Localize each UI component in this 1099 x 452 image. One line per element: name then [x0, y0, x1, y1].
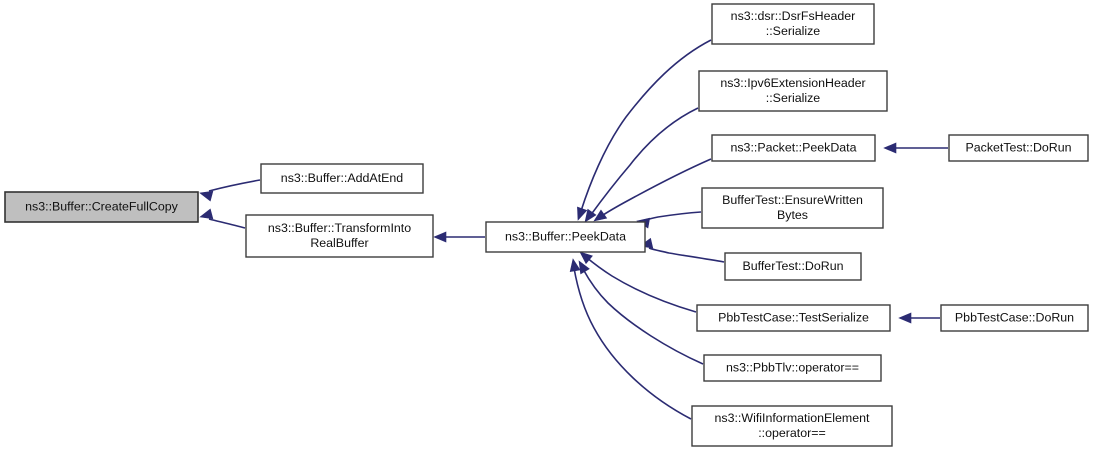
node-label: Bytes [777, 208, 808, 222]
node-label: ns3::Buffer::AddAtEnd [281, 171, 403, 185]
edge-line [208, 179, 261, 192]
graph-node-buffer-peek-data[interactable]: ns3::Buffer::PeekData [485, 221, 646, 253]
node-box[interactable] [696, 304, 891, 332]
node-box[interactable] [698, 70, 888, 112]
node-box[interactable] [711, 3, 875, 45]
node-box[interactable] [485, 221, 646, 253]
edge-line [582, 268, 704, 365]
graph-node-packet-peek-data[interactable]: ns3::Packet::PeekData [711, 134, 876, 162]
edge-bufferpeekdata-to-transforminto [433, 231, 485, 243]
arrowhead-icon [578, 260, 590, 275]
edge-buffertestdorun-to-bufferpeekdata [639, 237, 725, 263]
node-box[interactable] [245, 214, 434, 258]
node-label: PbbTestCase::TestSerialize [718, 310, 869, 324]
graph-node-buffer-test-do-run[interactable]: BufferTest::DoRun [724, 252, 862, 281]
edge-ensurewritten-to-bufferpeekdata [636, 211, 702, 229]
node-box[interactable] [703, 354, 882, 382]
node-label: ns3::Buffer::TransformInto [268, 221, 411, 235]
node-box[interactable] [948, 134, 1089, 162]
node-label: RealBuffer [310, 236, 368, 250]
node-label: ns3::Packet::PeekData [730, 140, 856, 154]
arrowhead-icon [579, 251, 593, 265]
node-label: ::Serialize [766, 24, 821, 38]
node-label: PbbTestCase::DoRun [955, 310, 1074, 324]
edge-line [648, 247, 725, 263]
edges-layer [199, 39, 948, 420]
node-label: ::Serialize [766, 91, 821, 105]
edge-line [585, 256, 697, 313]
node-box[interactable] [260, 163, 424, 194]
node-box[interactable] [4, 191, 199, 223]
edge-packetpeekdata-to-bufferpeekdata [593, 158, 712, 222]
node-label: ns3::Buffer::PeekData [505, 229, 626, 243]
graph-node-pbb-tlv-operator-eq[interactable]: ns3::PbbTlv::operator== [703, 354, 882, 382]
edge-line [589, 107, 699, 217]
edge-pbbtestdorun-to-pbbtestserialize [898, 312, 940, 324]
node-label: ::operator== [758, 426, 826, 440]
node-box[interactable] [711, 134, 876, 162]
node-box[interactable] [724, 252, 862, 281]
edge-packettestdorun-to-packetpeekdata [883, 142, 948, 154]
graph-node-pbb-test-case-do-run[interactable]: PbbTestCase::DoRun [940, 304, 1089, 332]
graph-node-ipv6-extension-header-serialize[interactable]: ns3::Ipv6ExtensionHeader::Serialize [698, 70, 888, 112]
graph-node-wifi-information-element-operator-eq[interactable]: ns3::WifiInformationElement::operator== [691, 405, 893, 447]
edge-addatend-to-createfullcopy [199, 179, 261, 202]
edge-transforminto-to-createfullcopy [199, 208, 246, 229]
edge-line [599, 158, 712, 218]
node-label: BufferTest::EnsureWritten [722, 193, 863, 207]
graph-node-dsr-fs-header-serialize[interactable]: ns3::dsr::DsrFsHeader::Serialize [711, 3, 875, 45]
arrowhead-icon [593, 209, 608, 222]
arrowhead-icon [883, 142, 897, 154]
node-label: ns3::WifiInformationElement [715, 411, 871, 425]
graph-node-pbb-test-case-test-serialize[interactable]: PbbTestCase::TestSerialize [696, 304, 891, 332]
edge-line [573, 267, 692, 420]
arrowhead-icon [433, 231, 447, 243]
nodes-layer: ns3::Buffer::CreateFullCopyns3::Buffer::… [4, 3, 1089, 447]
node-label: ns3::PbbTlv::operator== [726, 360, 859, 374]
node-label: PacketTest::DoRun [965, 140, 1071, 154]
edge-pbbtestserialize-to-bufferpeekdata [579, 251, 697, 313]
graph-node-create-full-copy[interactable]: ns3::Buffer::CreateFullCopy [4, 191, 199, 223]
arrowhead-icon [199, 190, 214, 202]
edge-dsrfsheader-to-bufferpeekdata [577, 39, 712, 221]
node-box[interactable] [940, 304, 1089, 332]
arrowhead-icon [577, 206, 588, 221]
edge-wifiinfoelement-to-bufferpeekdata [569, 258, 692, 420]
node-box[interactable] [701, 187, 884, 229]
node-label: ns3::Ipv6ExtensionHeader [720, 76, 865, 90]
edge-ipv6ext-to-bufferpeekdata [584, 107, 699, 223]
graph-node-packet-test-do-run[interactable]: PacketTest::DoRun [948, 134, 1089, 162]
node-box[interactable] [691, 405, 893, 447]
edge-line [208, 218, 246, 229]
arrowhead-icon [569, 258, 581, 273]
node-label: ns3::dsr::DsrFsHeader [731, 9, 856, 23]
arrowhead-icon [898, 312, 912, 324]
edge-pbbtlv-to-bufferpeekdata [578, 260, 704, 365]
edge-line [645, 211, 702, 221]
node-label: BufferTest::DoRun [742, 259, 843, 273]
arrowhead-icon [199, 208, 214, 220]
graph-node-add-at-end[interactable]: ns3::Buffer::AddAtEnd [260, 163, 424, 194]
arrowhead-icon [584, 208, 597, 223]
node-label: ns3::Buffer::CreateFullCopy [25, 199, 178, 213]
edge-line [580, 39, 712, 212]
